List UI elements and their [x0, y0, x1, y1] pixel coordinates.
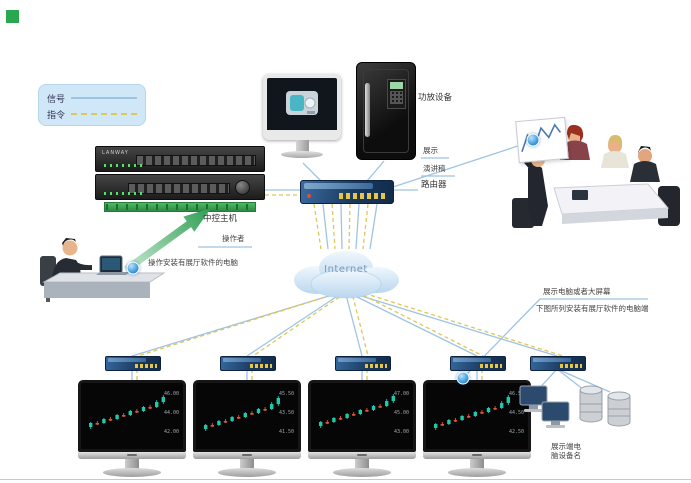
- candlestick-chart: 46.00 44.00 42.00: [84, 385, 180, 447]
- rack-brand-label: LANWAY: [102, 150, 129, 156]
- signal-lines: [131, 140, 648, 393]
- monitor-chin: [423, 452, 531, 459]
- router-device: [300, 180, 394, 204]
- network-switch-5: [530, 356, 586, 371]
- monitor-base: [218, 468, 276, 477]
- internet-label: Internet: [324, 264, 368, 275]
- legend: 信号 指令: [38, 84, 146, 126]
- page-bottom-rule: [0, 479, 691, 480]
- legend-row-signal: 信号: [47, 90, 137, 106]
- security-device-icon: [286, 91, 318, 115]
- rack-terminal-strip: [104, 202, 256, 212]
- monitor-neck: [240, 459, 254, 470]
- command-lines: [136, 194, 564, 381]
- display-monitor-2: 45.50 43.50 41.50: [193, 380, 301, 477]
- svg-text:45.00: 45.00: [394, 410, 409, 416]
- display-monitor-4: 46.50 44.50 42.50: [423, 380, 531, 477]
- svg-text:43.50: 43.50: [279, 410, 294, 416]
- svg-text:42.00: 42.00: [164, 429, 179, 435]
- presenter-computer-screen: [263, 74, 341, 140]
- presenter-computer: [263, 74, 341, 158]
- network-switch-3: [335, 356, 391, 371]
- presentation-board: [515, 116, 569, 164]
- monitor-neck: [125, 459, 139, 470]
- rack-leds: [104, 164, 146, 167]
- svg-text:43.00: 43.00: [394, 429, 409, 435]
- label-amplifier: 功放设备: [418, 93, 453, 103]
- rack-ports: [136, 155, 256, 166]
- candlestick-chart: 45.50 43.50 41.50: [199, 385, 295, 447]
- monitor-screen: 46.00 44.00 42.00: [78, 380, 186, 452]
- network-switch-1: [105, 356, 161, 371]
- router-led: [307, 194, 311, 198]
- monitor-chin: [308, 452, 416, 459]
- rack-dial: [235, 180, 250, 195]
- monitor-base: [333, 468, 391, 477]
- operator-scene: [40, 238, 166, 302]
- label-operator: 操作者: [222, 234, 245, 243]
- label-display-note: 下图所列安装有展厅软件的电脑端: [536, 304, 649, 313]
- display-monitor-3: 47.00 45.00 43.00: [308, 380, 416, 477]
- label-central-host: 中控主机: [203, 214, 238, 224]
- monitor-chin: [78, 452, 186, 459]
- label-router: 路由器: [421, 180, 447, 190]
- central-control-host: LANWAY: [95, 146, 265, 212]
- keypad-lcd: [390, 82, 403, 89]
- monitor-base: [281, 151, 323, 158]
- display-monitor-1: 46.00 44.00 42.00: [78, 380, 186, 477]
- connector-dot-display: [456, 371, 470, 385]
- rack-unit-bottom: [95, 174, 265, 200]
- amplifier-keypad: [387, 79, 406, 109]
- rack-unit-top: LANWAY: [95, 146, 265, 172]
- monitor-neck: [355, 459, 369, 470]
- svg-text:45.50: 45.50: [279, 391, 294, 397]
- label-display-screen: 展示电脑或者大屏幕: [543, 287, 611, 296]
- dashed-line-sample: [71, 113, 137, 115]
- network-switch-4: [450, 356, 506, 371]
- svg-text:47.00: 47.00: [394, 391, 409, 397]
- connector-dot-operator: [126, 261, 140, 275]
- rack-ports: [128, 183, 230, 194]
- candlestick-chart: 47.00 45.00 43.00: [314, 385, 410, 447]
- svg-text:41.50: 41.50: [279, 429, 294, 435]
- keypad-keys: [390, 91, 403, 104]
- terminal-equipment-group: [519, 385, 631, 428]
- presentation-line-chart: [521, 123, 562, 153]
- legend-command-label: 指令: [47, 110, 66, 121]
- monitor-neck: [470, 459, 484, 470]
- label-terminal-note: 展示端电 脑设备名: [551, 442, 581, 461]
- svg-text:42.50: 42.50: [509, 429, 524, 435]
- connector-dot-meeting: [526, 133, 540, 147]
- network-switch-2: [220, 356, 276, 371]
- monitor-screen: 45.50 43.50 41.50: [193, 380, 301, 452]
- svg-text:44.50: 44.50: [509, 410, 524, 416]
- legend-signal-label: 信号: [47, 94, 66, 105]
- legend-row-command: 指令: [47, 106, 137, 122]
- meeting-scene: [512, 124, 680, 228]
- candlestick-chart: 46.50 44.50 42.50: [429, 385, 525, 447]
- monitor-chin: [193, 452, 301, 459]
- amplifier-device: [356, 62, 416, 160]
- label-display: 展示: [423, 146, 438, 155]
- internet-cloud: [286, 242, 406, 306]
- monitor-base: [103, 468, 161, 477]
- solid-line-sample: [71, 97, 137, 99]
- svg-text:44.00: 44.00: [164, 410, 179, 416]
- svg-text:46.50: 46.50: [509, 391, 524, 397]
- amplifier-door: [363, 69, 409, 153]
- monitor-screen: 46.50 44.50 42.50: [423, 380, 531, 452]
- label-speech: 演讲稿: [423, 164, 446, 173]
- corner-marker: [6, 10, 19, 23]
- monitor-screen: 47.00 45.00 43.00: [308, 380, 416, 452]
- monitor-base: [448, 468, 506, 477]
- router-ports: [339, 193, 387, 199]
- amplifier-handle: [365, 83, 370, 137]
- monitor-neck: [295, 140, 309, 152]
- rack-leds: [104, 192, 146, 195]
- label-operator-note: 操作安装有展厅软件的电脑: [148, 258, 238, 267]
- svg-text:46.00: 46.00: [164, 391, 179, 397]
